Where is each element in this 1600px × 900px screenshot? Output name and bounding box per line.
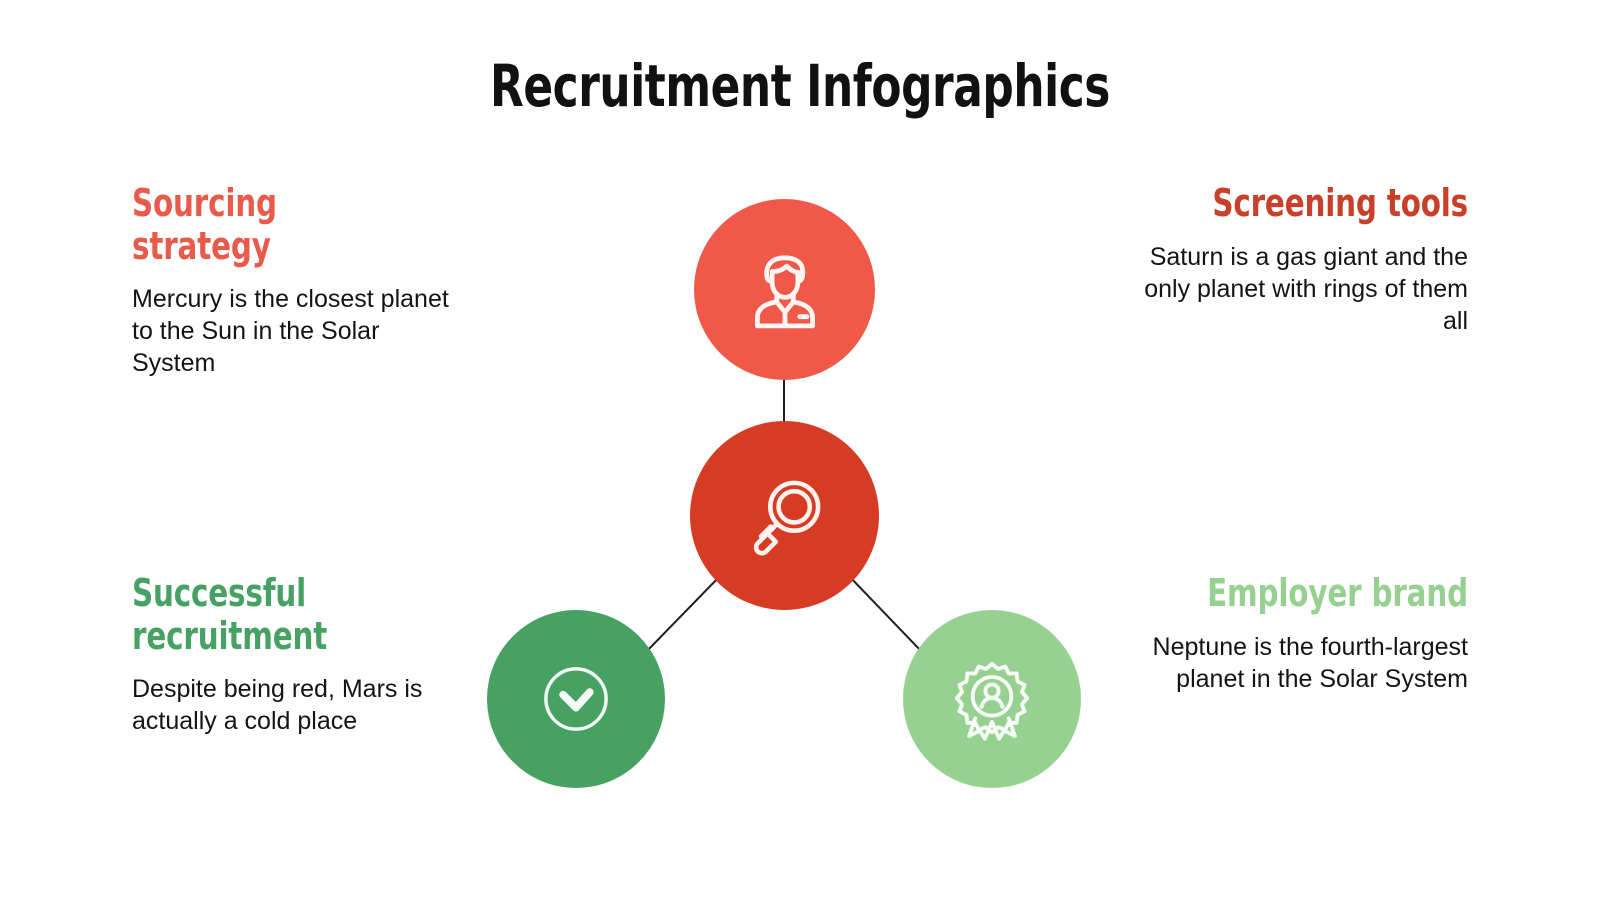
check-circle-icon: [533, 656, 619, 742]
magnifier-icon: [739, 470, 831, 562]
body-successful: Despite being red, Mars is actually a co…: [132, 675, 423, 736]
award-badge-icon: [948, 655, 1036, 743]
diagram-node-successful[interactable]: [487, 610, 665, 788]
heading-successful: Successful recruitment: [132, 571, 328, 658]
body-employer: Neptune is the fourth-largest planet in …: [1152, 632, 1468, 693]
body-sourcing: Mercury is the closest planet to the Sun…: [132, 285, 449, 378]
heading-employer: Employer brand: [1207, 571, 1468, 615]
diagram-node-employer[interactable]: [903, 610, 1081, 788]
text-block-employer: Employer brand Neptune is the fourth-lar…: [1138, 571, 1469, 695]
connector-screening-employer: [847, 574, 923, 653]
heading-screening: Screening tools: [1212, 181, 1468, 225]
page-title: Recruitment Infographics: [490, 52, 1110, 120]
body-screening: Saturn is a gas giant and the only plane…: [1144, 242, 1468, 335]
diagram-node-screening[interactable]: [690, 421, 879, 610]
text-block-screening: Screening tools Saturn is a gas giant an…: [1138, 182, 1468, 337]
diagram-node-sourcing[interactable]: [694, 199, 875, 380]
text-block-successful: Successful recruitment Despite being red…: [132, 572, 462, 737]
person-icon: [739, 244, 831, 336]
heading-sourcing: Sourcing strategy: [132, 181, 277, 268]
text-block-sourcing: Sourcing strategy Mercury is the closest…: [132, 182, 462, 379]
connector-screening-successful: [645, 574, 722, 653]
